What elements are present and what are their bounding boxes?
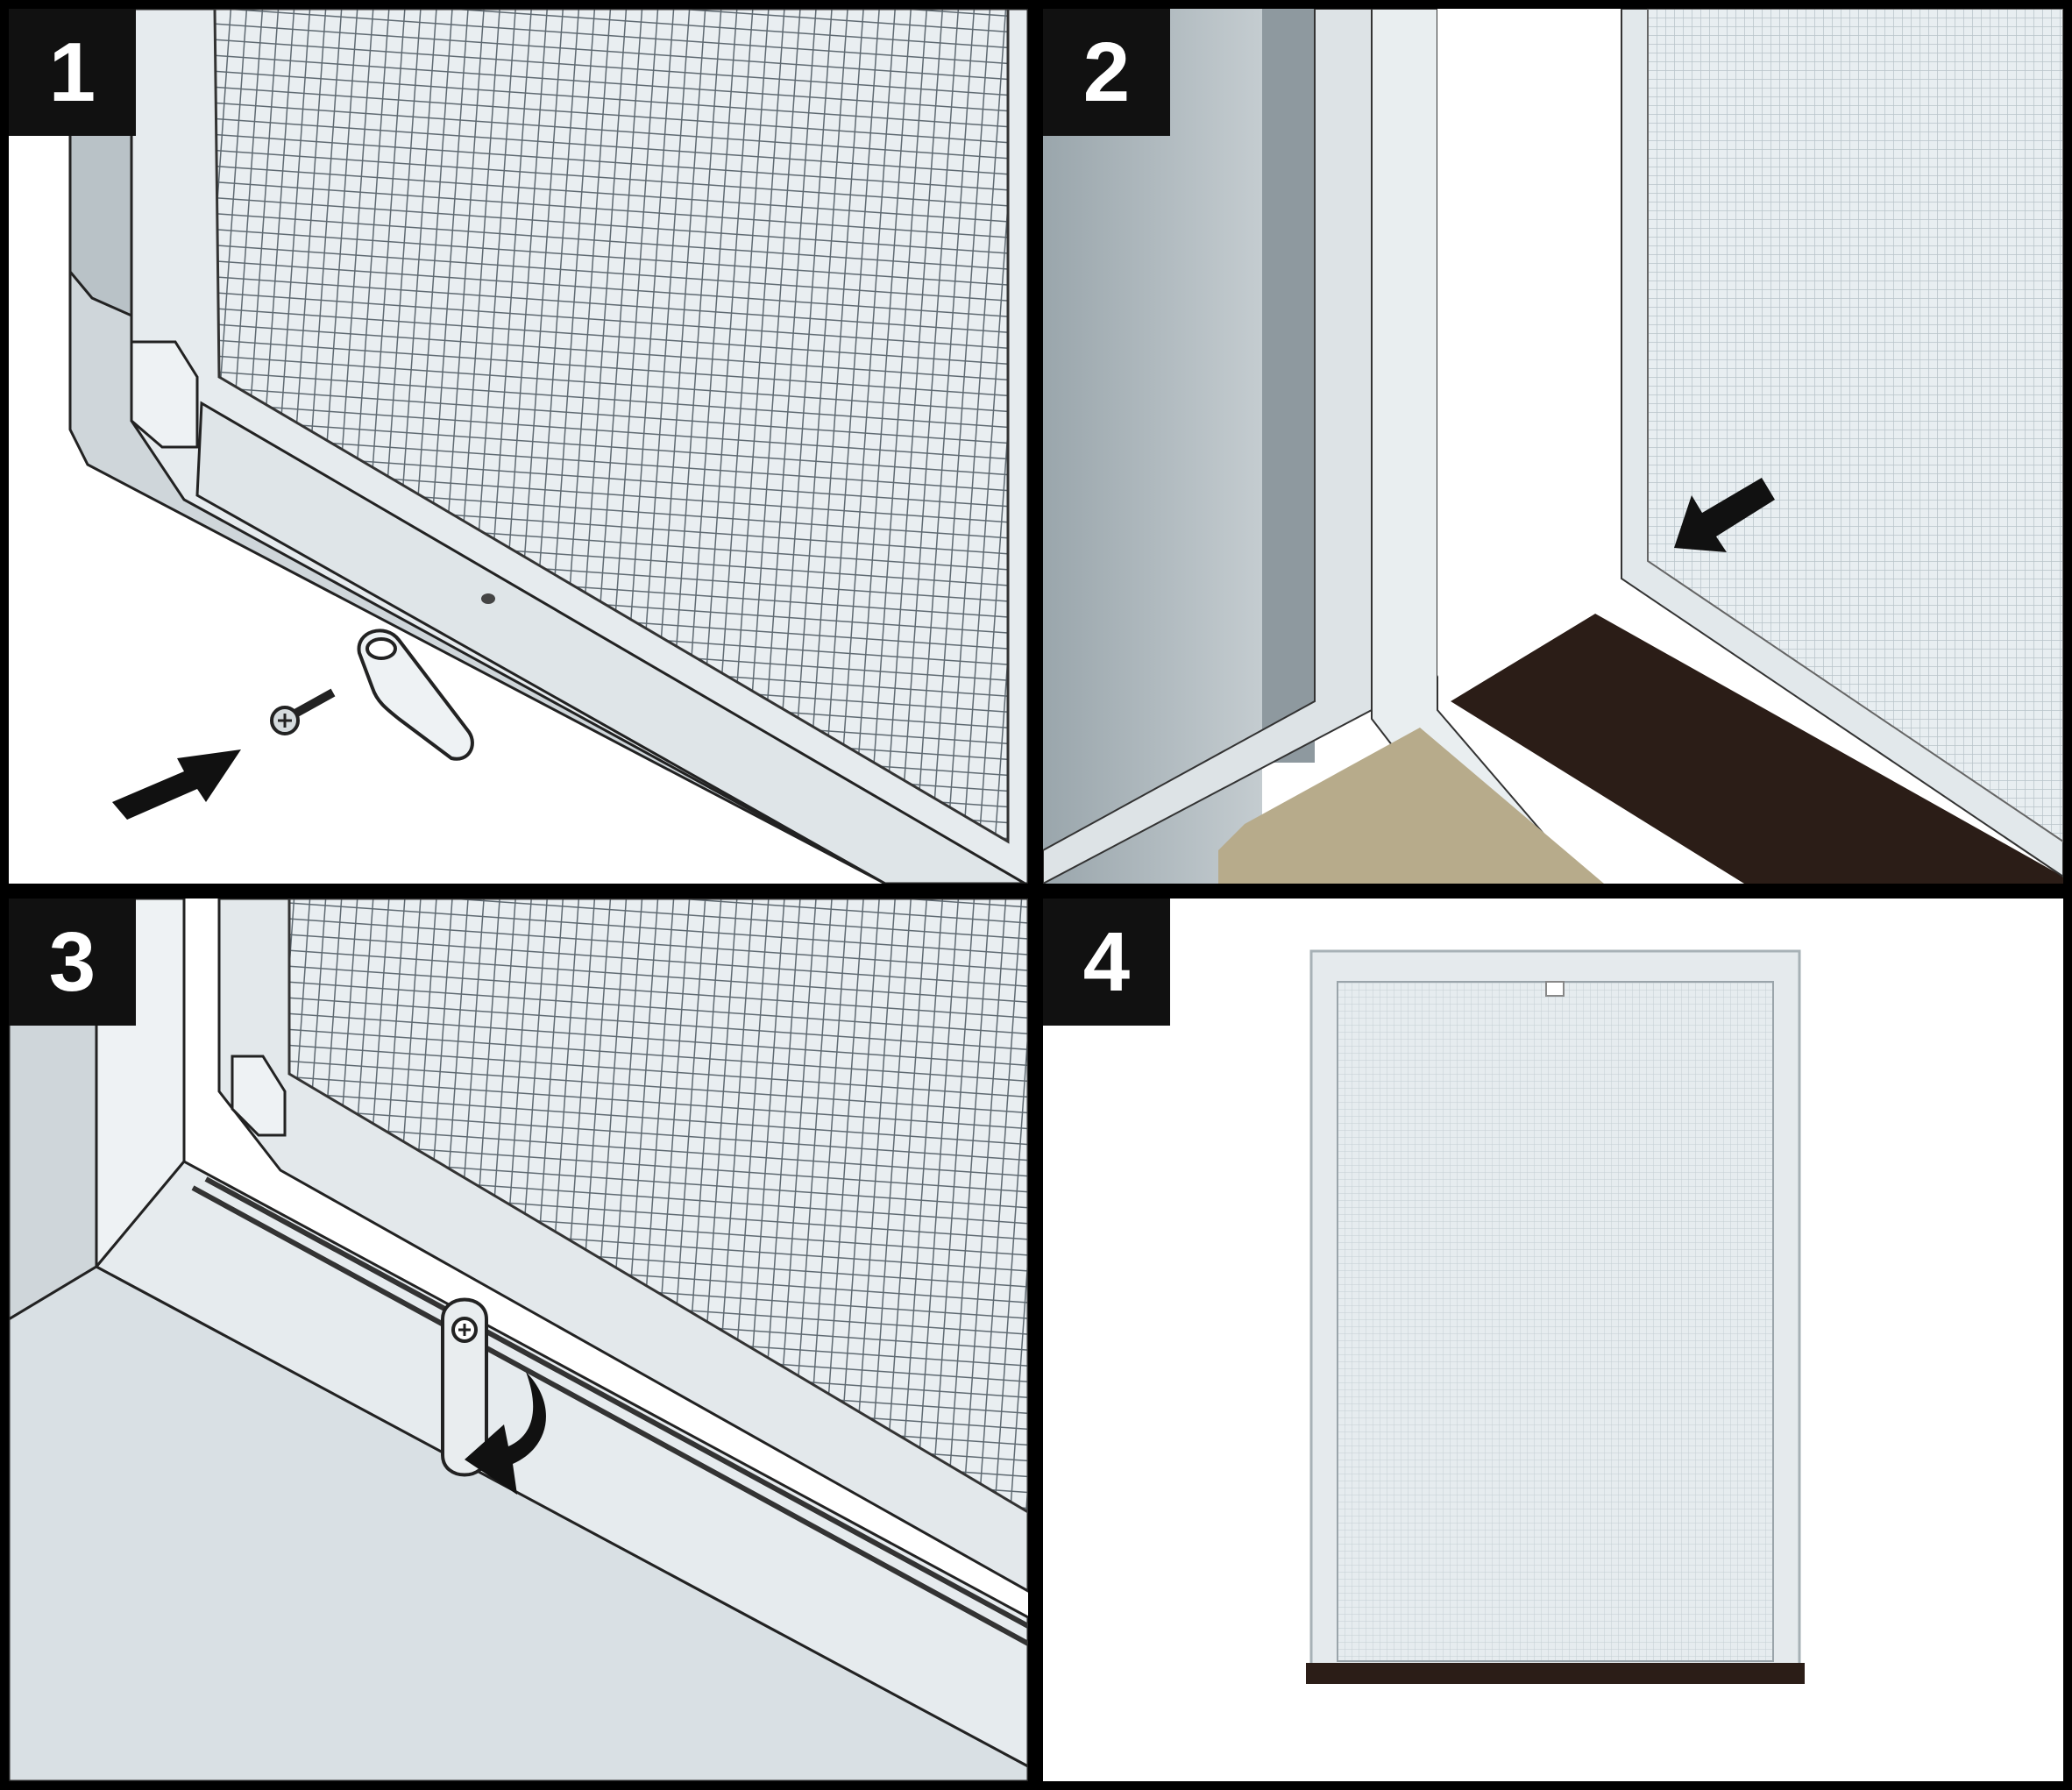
mesh-screen xyxy=(287,899,1028,1514)
step-3-illustration xyxy=(9,899,1028,1781)
step-3-panel: 3 xyxy=(9,899,1028,1781)
threshold xyxy=(1451,614,2063,884)
step-3-badge: 3 xyxy=(9,899,136,1026)
step-2-illustration xyxy=(1043,9,2063,884)
rotate-clip-icon xyxy=(441,1297,488,1477)
step-4-badge: 4 xyxy=(1043,899,1170,1026)
finished-door-screen-icon xyxy=(1306,949,1805,1684)
bracket-clip-icon xyxy=(357,629,474,761)
step-4-illustration xyxy=(1306,949,1805,1684)
curved-arrow-icon xyxy=(465,1372,546,1495)
step-2-panel: 2 xyxy=(1043,9,2063,884)
screw-icon xyxy=(270,688,336,735)
stone-floor xyxy=(1218,728,1604,884)
step-1-panel: 1 xyxy=(9,9,1028,884)
mesh-screen xyxy=(213,9,1010,844)
step-4-panel: 4 xyxy=(1043,899,2063,1781)
arrow-right-icon xyxy=(112,749,241,820)
step-1-illustration xyxy=(68,9,1028,884)
step-1-badge: 1 xyxy=(9,9,136,136)
step-2-badge: 2 xyxy=(1043,9,1170,136)
arrow-down-left-icon xyxy=(1674,478,1775,552)
